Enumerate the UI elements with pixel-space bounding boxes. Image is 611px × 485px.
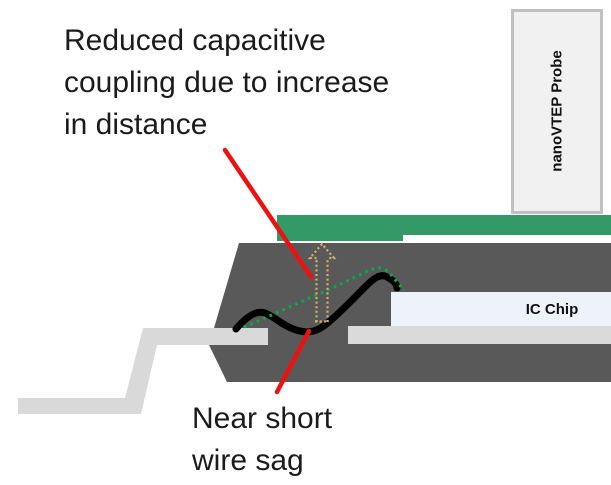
near-short-wire-sag-annotation: Near short wire sag: [192, 402, 333, 477]
ideal-wire-dotted-path: [243, 266, 406, 329]
callout-line-reduced-coupling: [222, 147, 314, 280]
ic-chip-rect: [391, 292, 611, 326]
arrow-head: [307, 242, 337, 260]
reduced-coupling-annotation: Reduced capacitive coupling due to incre…: [64, 24, 390, 141]
ic-chip-label: IC Chip: [525, 301, 579, 318]
board-slab: [209, 345, 611, 382]
gull-wing-lead: [18, 328, 268, 414]
sagging-bond-wire: [232, 272, 401, 336]
distance-increase-arrow: [307, 242, 337, 323]
probe-body: [511, 9, 603, 214]
nanovtep-probe-label: nanoVTEP Probe: [548, 50, 566, 172]
probe-contact-plate: [277, 215, 611, 241]
substrate-strip: [348, 326, 611, 344]
callout-line-wire-sag: [274, 328, 312, 395]
